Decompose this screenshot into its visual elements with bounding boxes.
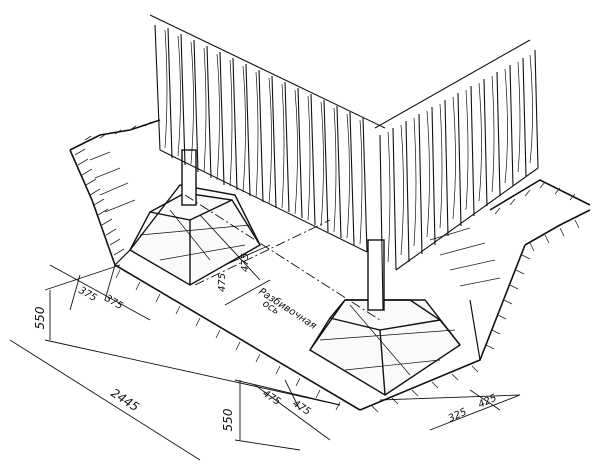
dim-bottom-b: 475 (290, 398, 312, 418)
dim-column-a-y: 475 (240, 253, 251, 272)
dim-total-length: 2445 (108, 386, 141, 414)
dim-left-offset-a: 375 (77, 285, 99, 304)
dim-right-a: 325 (447, 407, 469, 425)
dim-bottom-height: 550 (221, 408, 235, 431)
dim-column-a-x: 475 (217, 273, 228, 292)
formwork-right (374, 39, 539, 311)
ground-hatching (74, 121, 580, 413)
dimension-lines (9, 214, 521, 461)
dim-left-offset-b: 375 (103, 293, 125, 312)
formwork-left (149, 14, 386, 253)
dim-left-height: 550 (33, 306, 47, 329)
layout-axis (184, 194, 381, 321)
footing-right (308, 299, 462, 396)
